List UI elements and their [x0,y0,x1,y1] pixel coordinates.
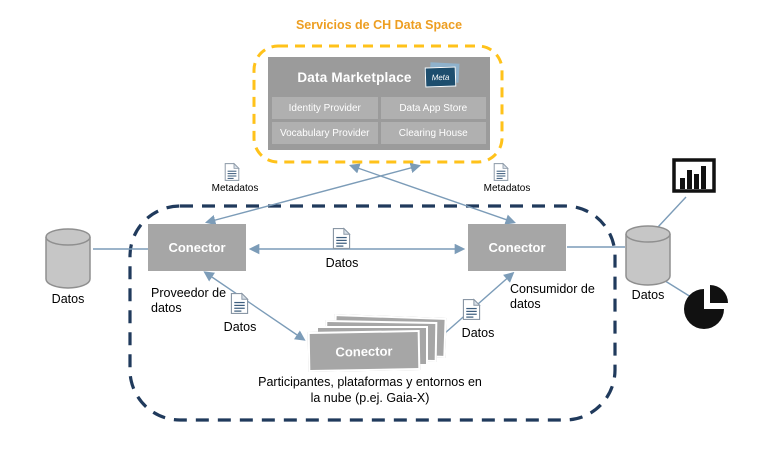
marketplace-header: Data Marketplace Meta [268,57,490,97]
data-document-icon-consumer [462,298,481,321]
metadata-label-right: Metadatos [476,183,538,194]
metadata-arrow-right [349,163,516,225]
data-label-consumer: Datos [461,326,495,340]
database-right-label: Datos [631,288,665,302]
marketplace-grid: Identity Provider Data App Store Vocabul… [268,97,490,148]
data-document-icon-provider [230,292,249,315]
cloud-caption: Participantes, plataformas y entornos en… [258,375,482,405]
services-title: Servicios de CH Data Space [295,18,463,32]
marketplace-cell-data-app-store: Data App Store [380,97,486,119]
cloud-connector-box: Conector [307,330,421,372]
marketplace-cell-identity-provider: Identity Provider [272,97,378,119]
metadata-document-icon-left [224,162,240,181]
database-right-icon [625,225,671,286]
cloud-connector-stack: Conector [307,314,450,376]
marketplace-title: Data Marketplace [297,69,412,85]
dataspace-boundary [128,204,617,422]
marketplace-panel: Data Marketplace Meta Identity Provider … [268,57,490,150]
consumer-connector-box: Conector [468,224,566,271]
line-db-bar-chart [657,196,687,228]
pie-chart-icon [684,285,728,329]
data-document-icon-center [332,227,351,250]
meta-stack-icon: Meta [424,62,461,89]
data-label-provider: Datos [223,320,257,334]
provider-role-label: Proveedor de datos [151,286,227,315]
database-left-label: Datos [51,292,85,306]
metadata-document-icon-right [493,162,509,181]
bar-chart-icon [672,158,716,193]
provider-connector-box: Conector [148,224,246,271]
provider-connector-label: Conector [168,240,226,255]
marketplace-cell-vocabulary-provider: Vocabulary Provider [272,122,378,144]
data-arrow-provider-cloud [203,271,306,341]
marketplace-cell-clearing-house: Clearing House [380,122,486,144]
metadata-label-left: Metadatos [204,183,266,194]
database-left-icon [45,228,91,289]
consumer-role-label: Consumidor de datos [510,282,595,311]
services-boundary [252,44,504,164]
consumer-connector-label: Conector [488,240,546,255]
cloud-connector-label: Conector [335,343,393,359]
data-label-center: Datos [325,256,359,270]
meta-badge-label: Meta [424,66,456,88]
